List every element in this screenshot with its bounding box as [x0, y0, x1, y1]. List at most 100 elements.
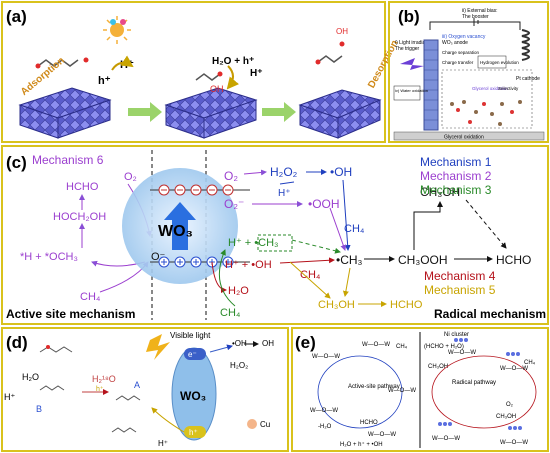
lightning-icon: [400, 58, 424, 70]
h-plus-c: H⁺: [278, 188, 291, 199]
e-minus-d: e⁻: [188, 350, 197, 359]
panel-a-border: [1, 1, 386, 143]
cu-label: Cu: [260, 420, 270, 429]
svg-text:W—O—W: W—O—W: [500, 366, 528, 372]
panel-b-border: [388, 1, 549, 143]
hcho-left: HCHO: [66, 181, 99, 193]
pt-cathode-label: Pt cathode: [516, 76, 540, 82]
ch4-left: CH₄: [80, 291, 101, 303]
h-plus-bottom-d: H⁺: [158, 439, 168, 448]
panel-e-border: [291, 327, 549, 452]
hydrogen-evolution-label: Hydrogen evolution: [480, 60, 519, 65]
active-site-pathway-label: Active-site pathway: [348, 384, 400, 390]
ch4-e-left: CH₄: [396, 344, 408, 350]
h2o2-label: H₂O₂: [270, 165, 298, 179]
mechanism-5-label: Mechanism 5: [424, 283, 496, 297]
h2o2-d: H₂O₂: [230, 361, 248, 370]
pt-coil-icon: [521, 29, 530, 61]
wo3-anode-label: WO₃ anode: [442, 40, 468, 46]
o2-right: O₂: [224, 169, 238, 183]
active-site-mechanism-label: Active site mechanism: [6, 307, 135, 321]
hcho-right: HCHO: [496, 253, 531, 267]
svg-text:W—O—W: W—O—W: [500, 440, 528, 446]
svg-text:W—O—W: W—O—W: [388, 388, 416, 394]
panel-b-label: (b): [398, 7, 420, 26]
panel-d: (d) Visible light H₂O H₂¹⁸O h⁺ H⁺ B A WO…: [1, 327, 289, 452]
sun-icon: [103, 16, 131, 44]
cu-particle-icon: [247, 419, 257, 429]
mechanism-2-label: Mechanism 2: [420, 169, 492, 183]
active-site-cycle: [317, 355, 403, 429]
ni-cluster-icons: [438, 338, 522, 430]
panel-e: (e) Active-site pathway CH₄ -H₂O HCHO H₂…: [291, 327, 549, 452]
booster-label: The booster: [462, 14, 489, 20]
wo3-label-d: WO₃: [180, 389, 206, 403]
panel-c-border: [1, 145, 549, 325]
lattice-cube-3: [298, 89, 382, 139]
ch3ooh-label: CH₃OOH: [398, 253, 448, 267]
ch3oh-bottom: CH₃OH: [318, 299, 355, 311]
glycerol-bar-label: Glycerol oxidation: [444, 135, 484, 141]
selectivity-label: Selectivity: [498, 86, 519, 91]
radical-mechanism-label: Radical mechanism: [434, 307, 546, 321]
hcho-bottom: HCHO: [390, 299, 423, 311]
curved-arrow-1: [111, 55, 134, 71]
radical-pathway-label: Radical pathway: [452, 380, 496, 386]
lattice-cube-1: [18, 87, 112, 139]
oh-label: OH: [210, 84, 224, 94]
h2o-d: H₂O: [22, 372, 39, 382]
oh-product-label: OH: [336, 27, 348, 36]
oh-d: OH: [262, 339, 274, 348]
ch4-e-right: CH₄: [524, 360, 536, 366]
charge-separation-label: Charge separation: [442, 50, 480, 55]
molecule-cluster-icon: [450, 100, 522, 126]
hoch2oh-label: HOCH₂OH: [53, 211, 106, 223]
h-plus-label-2: H⁺: [250, 68, 263, 79]
ch3oh-top: CH₃OH: [420, 185, 460, 199]
wo3-electrode: [423, 39, 439, 131]
svg-text:W—O—W: W—O—W: [432, 436, 460, 442]
mechanism-1-label: Mechanism 1: [420, 155, 492, 169]
h-plus-vb: h⁺: [189, 428, 198, 437]
ooh-label: •OOH: [308, 197, 340, 211]
panel-c: (c) Mechanism 6 HCHO HOCH₂OH *H + *OCH₃ …: [1, 145, 549, 325]
step-arrow-2: [262, 102, 296, 122]
h-hole-d: h⁺: [96, 386, 104, 393]
water-oxidation-label: iv) Water oxidation: [395, 88, 428, 93]
panel-a: (a) Adsorption h⁺ H⁺: [1, 1, 401, 143]
mechanism-3-label: Mechanism 3: [420, 183, 492, 197]
oh-radical-d: •OH: [232, 339, 247, 348]
o2-e: O₂: [506, 402, 514, 408]
ch4-low: CH₄: [300, 269, 321, 281]
trigger-label: The trigger: [395, 46, 420, 52]
mechanism-6-label: Mechanism 6: [32, 153, 104, 167]
ch4-bottom: CH₄: [220, 307, 241, 319]
h2o-h-e: H₂O + h⁺ + •OH: [340, 441, 383, 448]
light-label: i) Light irradiation: [395, 40, 434, 46]
hole-label: h⁺: [98, 75, 111, 87]
ni-cluster-label: Ni cluster: [444, 332, 469, 338]
ch3oh-e-right: CH₃OH: [496, 414, 516, 420]
oh-radical-label: •OH: [330, 165, 352, 179]
pathway-b-label: B: [36, 404, 42, 414]
panel-d-border: [1, 327, 289, 452]
h-plus-ch3-label: H⁺ + •CH₃: [228, 237, 279, 249]
o-minus-label: O⁻: [151, 251, 166, 263]
panel-a-label: (a): [6, 7, 27, 26]
external-bias-label: ii) External bias:: [462, 8, 498, 14]
svg-text:W—O—W: W—O—W: [312, 354, 340, 360]
panel-d-label: (d): [6, 333, 28, 352]
lattice-cube-2: [164, 87, 258, 139]
mechanism-4-label: Mechanism 4: [424, 269, 496, 283]
wo3-label: WO₃: [158, 223, 193, 240]
h-och3-label: *H + *OCH₃: [20, 251, 78, 263]
panel-b: (b) ii) External bias: The booster i) Li…: [388, 1, 549, 143]
radical-cycle: [431, 355, 537, 429]
visible-light-label: Visible light: [170, 331, 211, 340]
glycerol-oxidation-label: Glycerol oxidation: [472, 86, 508, 91]
panel-e-label: (e): [295, 333, 316, 352]
ch3-radical-label: •CH₃: [336, 253, 363, 267]
hcho-h2o-e: (HCHO + H₂O): [424, 344, 464, 350]
